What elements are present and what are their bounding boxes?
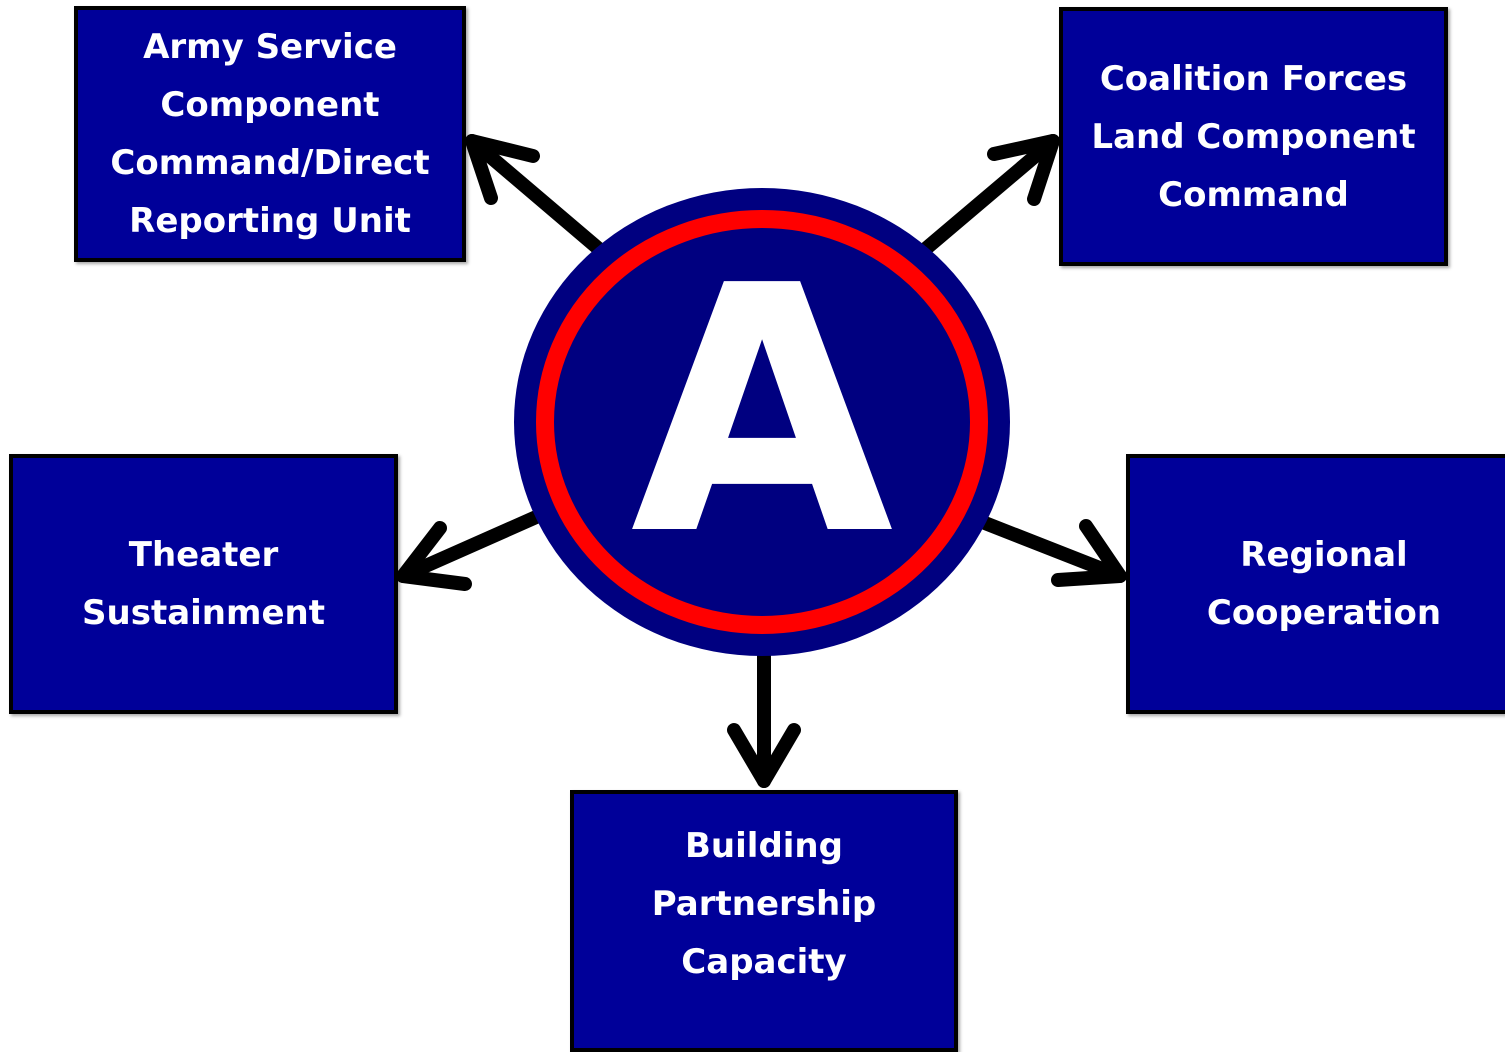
emblem-letter: A [630, 214, 896, 610]
arrow-to-building-partnership [727, 641, 801, 788]
cflcc-box: Coalition Forces Land Component Command [1059, 7, 1448, 266]
arrow-to-asc-dru [465, 134, 607, 257]
asc-dru-box: Army Service Component Command/Direct Re… [74, 6, 466, 262]
building-partnership-box: Building Partnership Capacity [570, 790, 958, 1052]
arrow-to-cflcc [915, 134, 1060, 259]
asc-dru-label: Army Service Component Command/Direct Re… [110, 27, 430, 241]
army-emblem: A [514, 188, 1010, 656]
cflcc-label: Coalition Forces Land Component Command [1091, 58, 1416, 215]
arrow-to-regional-cooperation [955, 507, 1127, 587]
theater-sustainment-box: Theater Sustainment [9, 454, 398, 714]
emblem-red-ring [536, 210, 988, 634]
building-partnership-label: Building Partnership Capacity [651, 826, 877, 982]
theater-sustainment-label: Theater Sustainment [82, 535, 325, 633]
regional-cooperation-label: Regional Cooperation [1206, 535, 1442, 633]
regional-cooperation-box: Regional Cooperation [1126, 454, 1505, 714]
arrows [396, 134, 1127, 788]
emblem-outer-circle [514, 188, 1010, 656]
arrow-to-theater-sustainment [396, 507, 550, 591]
